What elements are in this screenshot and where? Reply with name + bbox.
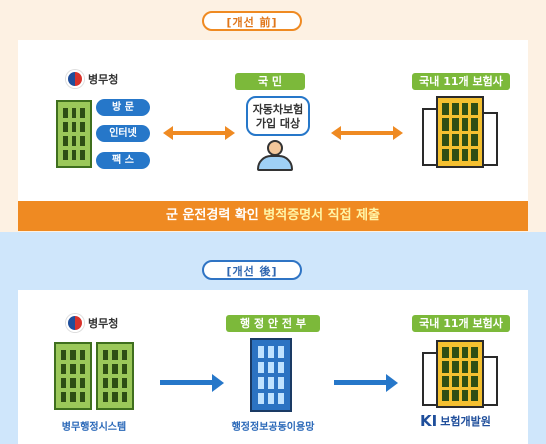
double-arrow-left-icon — [163, 126, 235, 140]
mois-label: 행 정 안 전 부 — [226, 315, 320, 332]
double-arrow-right-icon — [331, 126, 403, 140]
mma-logo-text-after: 병무청 — [88, 317, 119, 330]
mma-logo: 병무청 — [66, 70, 118, 88]
arrow-right-icon — [334, 374, 398, 392]
channel-visit: 방 문 — [96, 99, 150, 116]
insurer-building-right-icon — [482, 112, 498, 166]
mma-system-building-icon — [54, 342, 92, 410]
mma-system-caption: 병무행정시스템 — [61, 422, 127, 433]
insurers-label-after: 국내 11개 보험사 — [412, 315, 510, 332]
person-body-icon — [257, 155, 293, 171]
speech-bubble: 자동차보험 가입 대상 — [246, 96, 310, 136]
channel-internet: 인터넷 — [96, 125, 150, 142]
mma-building-icon — [56, 100, 92, 168]
insurer-building-right-icon — [482, 356, 498, 406]
arrow-right-icon — [160, 374, 224, 392]
bubble-line-1: 자동차보험 — [252, 103, 304, 116]
mma-logo-after: 병무청 — [66, 314, 118, 332]
after-tag: [개선 後] — [202, 260, 302, 280]
citizen-label: 국 민 — [235, 73, 305, 90]
mma-emblem-icon — [66, 314, 84, 332]
kidi-logo-text: 보험개발원 — [440, 415, 491, 428]
mma-logo-text: 병무청 — [88, 73, 119, 86]
summary-text: 군 운전경력 확인 — [165, 208, 264, 223]
mois-caption: 행정정보공동이용망 — [231, 422, 315, 433]
person-icon — [267, 140, 283, 156]
before-tag: [개선 前] — [202, 11, 302, 31]
before-summary-bar: 군 운전경력 확인 병적증명서 직접 제출 — [18, 201, 528, 231]
summary-highlight: 병적증명서 직접 제출 — [263, 208, 380, 223]
kidi-logo: KI 보험개발원 — [420, 412, 491, 430]
channel-fax: 팩 스 — [96, 152, 150, 169]
mois-building-icon — [250, 338, 292, 412]
kidi-emblem-icon: KI — [420, 412, 438, 430]
bubble-line-2: 가입 대상 — [255, 117, 301, 130]
insurer-building-icon — [436, 96, 484, 168]
insurer-building-icon-after — [436, 340, 484, 408]
mma-emblem-icon — [66, 70, 84, 88]
mma-system-building-icon — [96, 342, 134, 410]
insurers-label: 국내 11개 보험사 — [412, 73, 510, 90]
